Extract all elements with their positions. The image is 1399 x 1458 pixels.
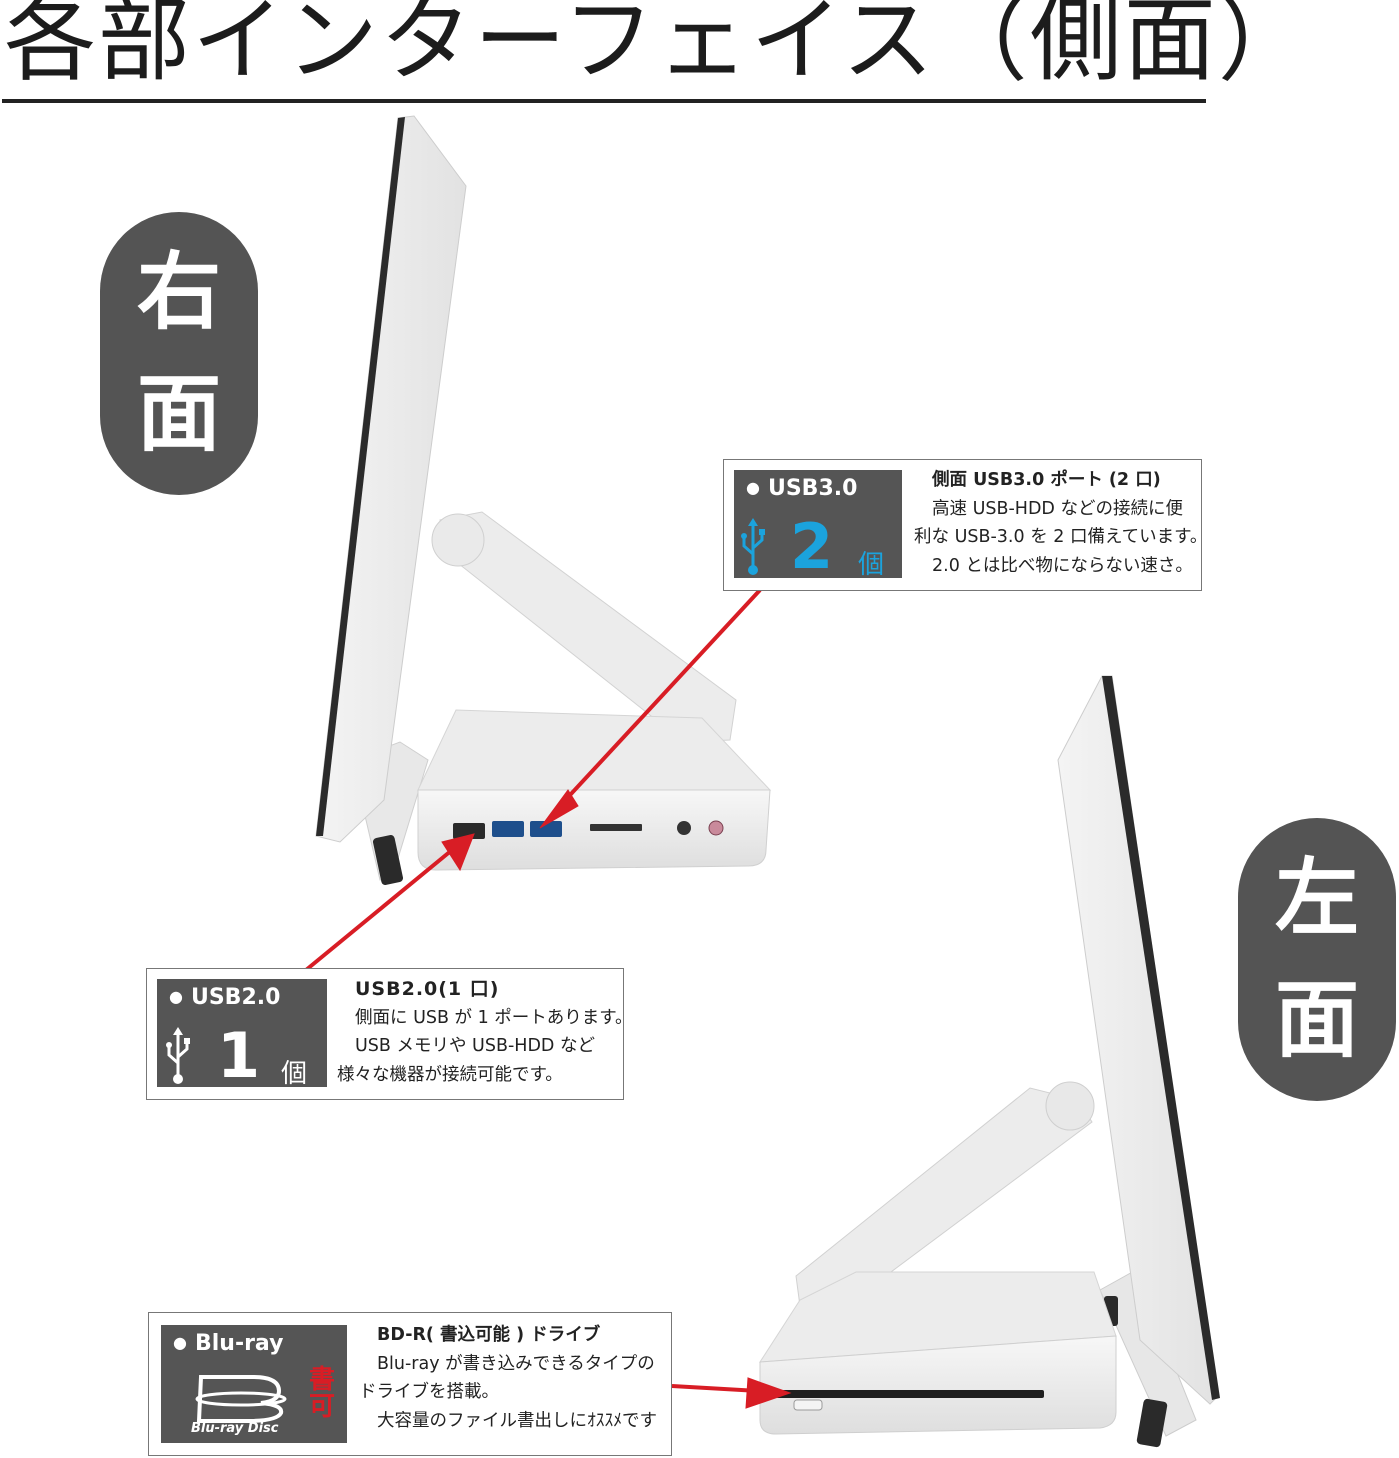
- usb30-port-count: 2: [790, 510, 834, 583]
- usb-trident-icon: [166, 1027, 190, 1084]
- usb30-badge-title: USB3.0: [746, 476, 857, 501]
- left-side-pc: [759, 675, 1220, 1448]
- usb20-line-3: 様々な機器が接続可能です。: [337, 1064, 563, 1085]
- usb20-callout: USB2.0 1 個 USB2.0(1 口) 側面に USB が 1 ポートあり…: [146, 968, 633, 1100]
- left-side-label: 左 面: [1238, 818, 1396, 1101]
- right-side-pc: [315, 115, 772, 886]
- usb20-badge-title: USB2.0: [169, 985, 280, 1010]
- right-side-char-2: 面: [136, 364, 221, 463]
- right-side-label: 右 面: [100, 212, 258, 495]
- usb30-description: 側面 USB3.0 ポート (2 口) 高速 USB-HDD などの接続に便 利…: [914, 466, 1207, 580]
- usb20-line-1: 側面に USB が 1 ポートあります。: [355, 1007, 633, 1028]
- bluray-callout: Blu-ray Blu-ray Disc 書 可 BD-R( 書込可能 ) ドラ…: [148, 1312, 672, 1456]
- callout-arrows: [304, 588, 792, 1409]
- bluray-heading: BD-R( 書込可能 ) ドライブ: [377, 1325, 601, 1345]
- left-side-char-2: 面: [1274, 970, 1359, 1069]
- bluray-badge-title: Blu-ray: [173, 1331, 283, 1356]
- title-underline: [2, 99, 1206, 103]
- usb30-callout: USB3.0 2 個 側面 USB3.0 ポート (2 口) 高速 USB-HD…: [723, 459, 1207, 591]
- writable-stamp-char-1: 書: [309, 1365, 336, 1395]
- bluray-disc-logo: [195, 1375, 287, 1423]
- usb20-unit: 個: [281, 1059, 308, 1089]
- usb30-badge: USB3.0 2 個: [734, 470, 902, 583]
- bluray-line-3: 大容量のファイル書出しにｵｽｽﾒです: [377, 1410, 657, 1431]
- usb20-badge: USB2.0 1 個: [157, 979, 327, 1092]
- bluray-line-2: ドライブを搭載。: [359, 1382, 499, 1402]
- usb20-arrow-head: [441, 833, 475, 872]
- usb30-heading: 側面 USB3.0 ポート (2 口): [932, 470, 1161, 490]
- page-title: 各部インターフェイス（側面）: [4, 0, 1312, 94]
- bluray-arrow-head: [745, 1377, 792, 1409]
- bluray-description: BD-R( 書込可能 ) ドライブ Blu-ray が書き込みできるタイプの ド…: [359, 1321, 657, 1435]
- bluray-logo-text: Blu-ray Disc: [191, 1421, 279, 1436]
- left-side-char-1: 左: [1274, 848, 1359, 947]
- usb20-description: USB2.0(1 口) 側面に USB が 1 ポートあります。 USB メモリ…: [337, 975, 633, 1089]
- usb20-line-2: USB メモリや USB-HDD など: [355, 1036, 595, 1056]
- right-side-char-1: 右: [136, 242, 221, 341]
- writable-stamp-char-2: 可: [309, 1392, 336, 1423]
- usb20-port-count: 1: [217, 1019, 261, 1092]
- bluray-badge: Blu-ray Blu-ray Disc 書 可: [161, 1325, 347, 1443]
- bluray-line-1: Blu-ray が書き込みできるタイプの: [377, 1353, 655, 1374]
- usb-trident-icon: [741, 518, 765, 575]
- writable-stamp: 書 可: [309, 1365, 336, 1423]
- usb20-heading: USB2.0(1 口): [355, 978, 500, 1000]
- usb30-unit: 個: [858, 550, 885, 580]
- usb30-line-1: 高速 USB-HDD などの接続に便: [932, 498, 1183, 519]
- usb30-line-2: 利な USB-3.0 を 2 口備えています。: [914, 527, 1208, 547]
- usb30-line-3: 2.0 とは比べ物にならない速さ。: [932, 555, 1193, 576]
- usb30-arrow-head: [539, 789, 579, 829]
